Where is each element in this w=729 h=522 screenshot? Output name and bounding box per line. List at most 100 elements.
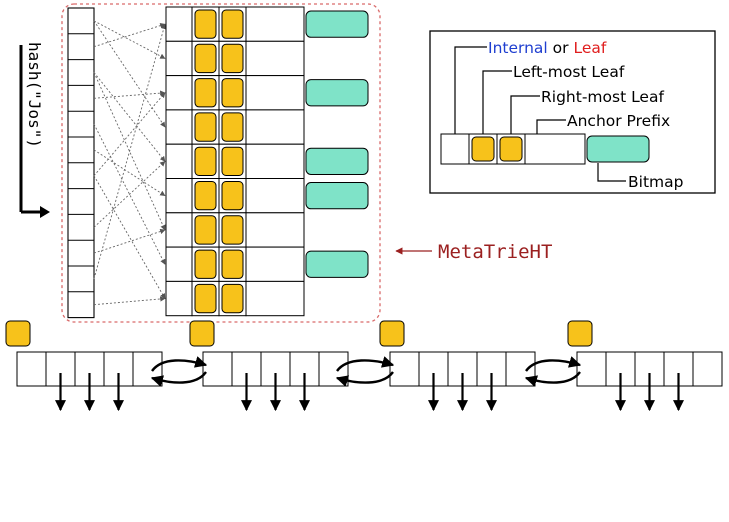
row-prefix-cell: [245, 280, 305, 317]
row-prefix-cell: [245, 246, 305, 282]
row-type-cell: [165, 178, 193, 214]
leftmost-leaf-badge: [194, 43, 217, 74]
leaf-node: [189, 320, 349, 412]
leaf-prev-link: [524, 371, 581, 387]
metatrie-panel: [61, 3, 381, 323]
row-prefix-cell: [245, 6, 305, 42]
leaf-id-badge: [379, 320, 405, 347]
trie-row: [165, 178, 369, 214]
row-prefix-cell: [245, 178, 305, 214]
leftmost-leaf-badge: [194, 283, 217, 314]
rightmost-leaf-badge: [221, 43, 244, 74]
leaf-cell: [16, 351, 47, 387]
hash-arrow: [19, 45, 50, 218]
row-type-cell: [165, 40, 193, 77]
row-type-cell: [165, 246, 193, 282]
leftmost-leaf-badge: [194, 9, 217, 39]
legend-internal-or-leaf: Internal or Leaf: [488, 39, 607, 57]
row-type-cell: [165, 6, 193, 42]
row-prefix-cell: [245, 40, 305, 77]
pointer-line: [93, 20, 166, 59]
trie-row: [165, 40, 305, 77]
hash-label: hash("Jos"): [25, 42, 44, 148]
trie-row: [165, 246, 369, 282]
leaf-cell: [692, 351, 723, 387]
rightmost-leaf-badge: [221, 146, 244, 176]
pointer-line: [93, 72, 166, 162]
bitmap-badge: [305, 250, 369, 278]
leftmost-leaf-badge: [194, 215, 217, 245]
rightmost-leaf-badge: [221, 215, 244, 245]
rightmost-leaf-badge: [221, 112, 244, 142]
legend-right-badge: [499, 136, 523, 162]
pointer-line: [93, 92, 166, 176]
leaf-cell: [260, 351, 291, 387]
row-type-cell: [165, 280, 193, 317]
rightmost-leaf-badge: [221, 181, 244, 211]
leftmost-leaf-badge: [194, 112, 217, 142]
bitmap-badge: [305, 10, 369, 38]
leaf-next-link: [151, 356, 208, 372]
rightmost-leaf-badge: [221, 283, 244, 314]
leaf-node: [567, 320, 723, 412]
pointer-line: [93, 160, 166, 228]
legend-anchor-label: Anchor Prefix: [567, 112, 670, 130]
legend-leftmost-label: Left-most Leaf: [513, 63, 625, 81]
leaf-cell: [132, 351, 163, 387]
leaf-id-badge: [5, 320, 31, 347]
trie-row: [165, 212, 305, 248]
leaf-next-link: [525, 356, 582, 372]
bitmap-badge: [305, 182, 369, 210]
row-prefix-cell: [245, 143, 305, 179]
leaf-next-link: [336, 356, 395, 372]
leftmost-leaf-badge: [194, 146, 217, 176]
leftmost-leaf-badge: [194, 78, 217, 108]
row-type-cell: [165, 143, 193, 179]
row-prefix-cell: [245, 75, 305, 111]
bitmap-badge: [305, 79, 369, 107]
leaf-cell: [202, 351, 233, 387]
pointer-line: [93, 23, 167, 280]
rightmost-leaf-badge: [221, 78, 244, 108]
metatrie-callout: MetaTrieHT: [395, 241, 552, 263]
leaf-cell: [389, 351, 420, 387]
pointer-line: [93, 296, 166, 306]
leaf-id-badge: [189, 320, 215, 347]
row-type-cell: [165, 212, 193, 248]
legend-panel: Internal or Leaf Left-most Leaf Right-mo…: [429, 30, 716, 194]
trie-row: [165, 109, 305, 145]
row-type-cell: [165, 75, 193, 111]
leaf-cell: [505, 351, 536, 387]
leaf-array: [5, 320, 723, 412]
row-prefix-cell: [245, 212, 305, 248]
pointer-line: [93, 149, 166, 197]
bitmap-badge: [305, 147, 369, 175]
rightmost-leaf-badge: [221, 249, 244, 279]
leaf-prev-link: [335, 371, 394, 387]
leftmost-leaf-badge: [194, 249, 217, 279]
legend-bitmap-badge: [586, 135, 650, 163]
rightmost-leaf-badge: [221, 9, 244, 39]
legend-bitmap-label: Bitmap: [628, 173, 683, 191]
legend-type-cell: [440, 133, 470, 165]
legend-example-row: [440, 133, 650, 165]
trie-row: [165, 75, 369, 111]
leaf-node: [379, 320, 536, 412]
leaf-id-badge: [567, 320, 593, 347]
leaf-cell: [576, 351, 607, 387]
leaf-node: [5, 320, 163, 412]
trie-node-table: [165, 6, 369, 317]
trie-row: [165, 280, 305, 317]
hash-table: [67, 7, 95, 319]
pointer-line: [93, 228, 166, 254]
leaf-prev-link: [150, 371, 207, 387]
legend-prefix-cell: [524, 133, 586, 165]
trie-row: [165, 6, 369, 42]
trie-row: [165, 143, 369, 179]
legend-rightmost-label: Right-most Leaf: [541, 88, 664, 106]
row-type-cell: [165, 109, 193, 145]
row-prefix-cell: [245, 109, 305, 145]
hash-pointers: [93, 20, 167, 306]
legend-left-badge: [471, 136, 495, 162]
